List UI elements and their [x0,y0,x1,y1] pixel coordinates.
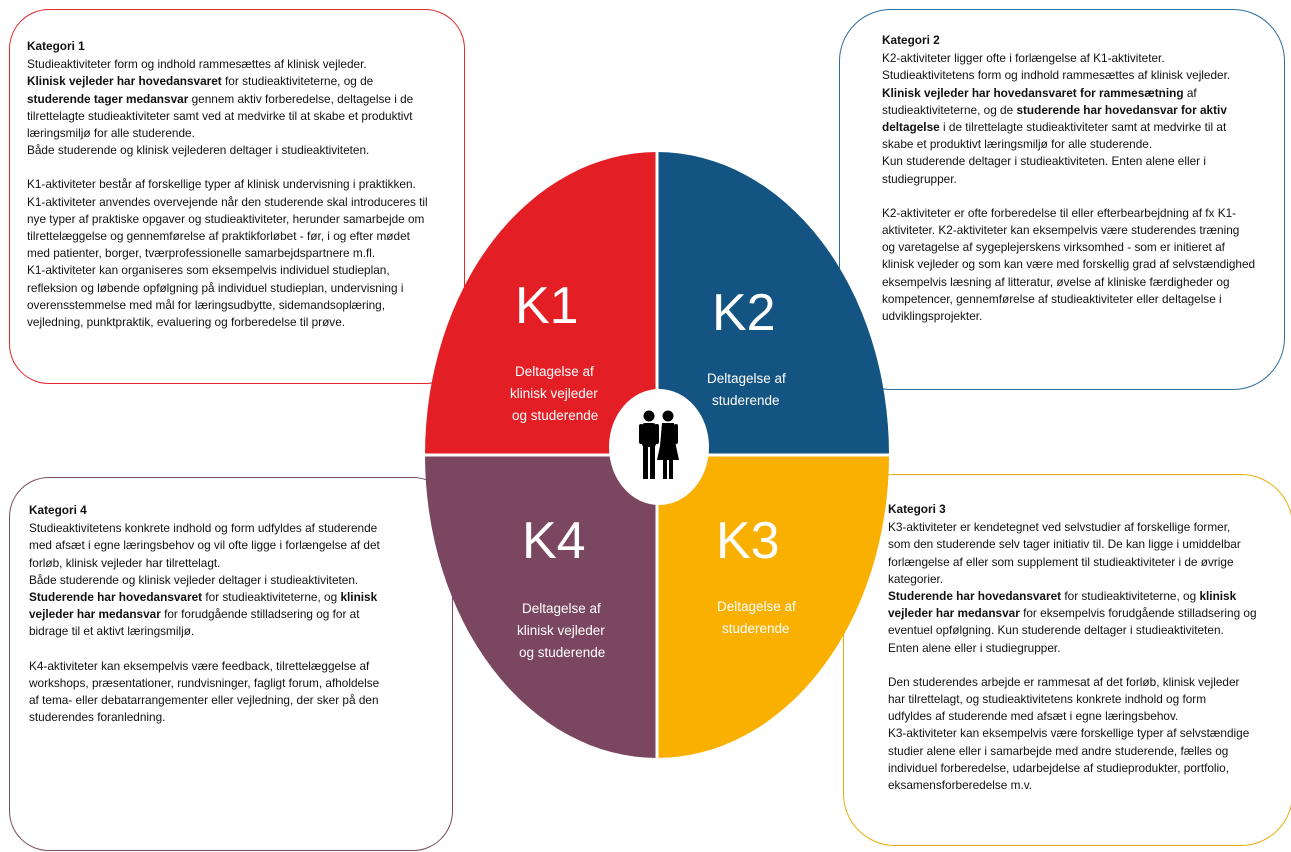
k3-label: K3 [716,512,780,570]
k2-text-line: og varetagelse af sygeplejerskens virkso… [882,240,1225,255]
k1-text-line: K1-aktiviteter består af forskellige typ… [27,177,416,192]
kategori-4-title: Kategori 4 [29,503,87,517]
k4-text-line: Studerende har hovedansvaret for studiea… [29,590,378,605]
k4-participation-line: Deltagelse af [522,601,601,616]
k1-participation-line: Deltagelse af [515,364,594,379]
k2-text-line: deltagelse i de tilrettelagte studieakti… [882,120,1227,135]
kategori-3-title: Kategori 3 [888,502,946,516]
k4-text-line: vejleder har medansvar for forudgående s… [29,607,360,622]
kategori-2-title: Kategori 2 [882,33,940,47]
k3-text-line: individuel forberedelse, udarbejdelse af… [888,760,1230,775]
k4-text-line: bidrage til et aktivt læringsmiljø. [29,624,195,639]
kategori-1-title: Kategori 1 [27,39,85,53]
k2-participation-line: studerende [712,393,780,408]
k3-text-line: Studerende har hovedansvaret for studiea… [888,589,1237,604]
k2-label: K2 [712,284,776,342]
k3-text-line: har tilrettelagt, og studieaktivitetens … [888,692,1207,707]
k3-text-line: eventuel opfølgning. Kun studerende delt… [888,623,1224,638]
k3-text-line: eksamensforberedelse m.v. [888,778,1033,793]
k1-text-line: refleksion og løbende opfølgning på indi… [27,280,404,295]
k2-text-line: Studieaktivitetens form og indhold ramme… [882,68,1231,83]
k3-text-line: K3-aktiviteter kan eksempelvis være fors… [888,726,1250,741]
k1-text-line: K1-aktiviteter kan organiseres som eksem… [27,263,390,278]
k1-label: K1 [515,277,579,335]
k4-text-line: Studieaktivitetens konkrete indhold og f… [29,521,378,536]
k3-quadrant [657,455,889,758]
k2-text-line: Klinisk vejleder har hovedansvaret for r… [882,85,1197,100]
k1-text-line: Både studerende og klinisk vejlederen de… [27,143,370,158]
k4-text-line: med afsæt i egne læringsbehov og vil oft… [29,538,380,553]
k3-participation-line: Deltagelse af [717,599,796,614]
k1-text-line: K1-aktiviteter anvendes overvejende når … [27,194,428,209]
k1-text-line: tilrettelæggelse og gennemførelse af pra… [27,229,410,244]
k4-quadrant [425,455,657,758]
k1-text-line: vejledning, punktpraktik, evaluering og … [27,315,346,330]
people-couple-icon [639,410,679,479]
k1-quadrant [425,152,657,455]
k3-text-line: Enten alene eller i studiegrupper. [888,640,1061,655]
k2-text-line: K2-aktiviteter er ofte forberedelse til … [882,205,1237,220]
k1-text-line: Klinisk vejleder har hovedansvaret for s… [27,74,374,89]
k4-participation-line: og studerende [519,645,605,660]
k1-text-line: med patienter, borger, tværprofessionell… [27,246,376,261]
kategori-4-box: Kategori 4 Studieaktivitetens konkrete i… [9,477,453,851]
k2-text-line: kompetencer, gennemførelse af studieakti… [882,291,1222,306]
k1-text-line: nye typer af praktiske opgaver og studie… [27,211,425,226]
k1-text-line: læringsmiljø for alle studerende. [27,126,195,141]
k2-quadrant [657,152,889,455]
k2-participation-line: Deltagelse af [707,371,786,386]
k2-text-line: udviklingsprojekter. [882,309,983,324]
k3-text-line: studier alene eller i samarbejde med and… [888,743,1229,758]
center-circle [609,389,709,505]
k2-text-line: studiegrupper. [882,171,957,186]
k3-text-line: Den studerendes arbejde er rammesat af d… [888,674,1240,689]
kategori-1-box: Kategori 1 Studieaktiviteter form og ind… [9,9,465,384]
k2-text-line: Kun studerende deltager i studieaktivite… [882,154,1206,169]
k4-text-line: K4-aktiviteter kan eksempelvis være feed… [29,658,370,673]
k1-participation-line: klinisk vejleder [510,386,598,401]
kategori-3-box: Kategori 3 K3-aktiviteter er kendetegnet… [843,474,1291,846]
k4-text-line: Både studerende og klinisk vejleder delt… [29,572,359,587]
k1-text-line: tilrettelagte studieaktiviteter samt ved… [27,108,413,123]
k1-text-line: overensstemmelse med mål for læringsudby… [27,297,385,312]
k1-participation-line: og studerende [512,408,598,423]
k2-text-line: eksempelvis læsning af litteratur, øvels… [882,274,1230,289]
k3-text-line: udfyldes af studerende med afsæt i egne … [888,709,1179,724]
k3-participation-line: studerende [722,621,790,636]
k3-text-line: vejleder har medansvar for eksempelvis f… [888,606,1257,621]
k3-text-line: som den studerende selv tager initiativ … [888,537,1241,552]
k4-text-line: af tema- eller debatarrangementer eller … [29,693,379,708]
k1-text-line: studerende tager medansvar gennem aktiv … [27,91,414,106]
k4-text-line: workshops, præsentationer, rundvisninger… [29,675,380,690]
k3-text-line: forlængelse af eller som supplement til … [888,554,1234,569]
k4-participation-line: klinisk vejleder [517,623,605,638]
k4-text-line: studerendes foranledning. [29,710,166,725]
k1-text-line: Studieaktiviteter form og indhold rammes… [27,57,367,72]
k4-text-line: forløb, klinisk vejleder har tilrettelag… [29,555,221,570]
kategori-2-box: Kategori 2 K2-aktiviteter ligger ofte i … [839,9,1285,390]
k3-text-line: K3-aktiviteter er kendetegnet ved selvst… [888,520,1231,535]
k3-text-line: kategorier. [888,571,944,586]
k2-text-line: klinisk vejleder og som kan være med for… [882,257,1256,272]
k2-text-line: aktiviteter. K2-aktiviteter kan eksempel… [882,223,1240,238]
k2-text-line: K2-aktiviteter ligger ofte i forlængelse… [882,51,1165,66]
k2-text-line: studieaktiviteterne, og de studerende ha… [882,102,1227,117]
k4-label: K4 [522,512,586,570]
k2-text-line: skabe et produktivt læringsmiljø for all… [882,137,1153,152]
